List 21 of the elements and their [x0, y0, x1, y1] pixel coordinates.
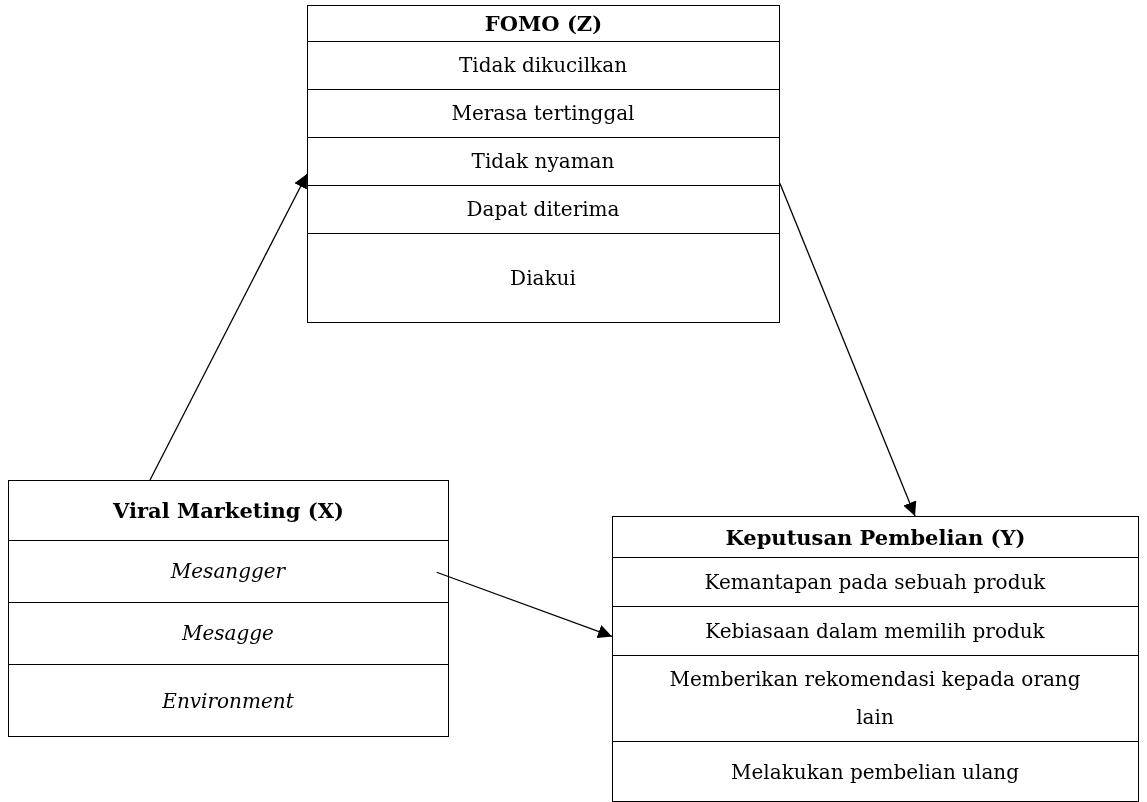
table-row: Kemantapan pada sebuah produk	[611, 556, 1139, 606]
table-row: Merasa tertinggal	[306, 88, 780, 137]
table-row: Memberikan rekomendasi kepada orang lain	[611, 654, 1139, 741]
arrow	[149, 173, 308, 481]
table-row: Diakui	[306, 232, 780, 323]
table-row: Dapat diterima	[306, 184, 780, 233]
table-heading: FOMO (Z)	[483, 10, 604, 38]
table-row: Mesangger	[7, 539, 449, 602]
table-heading: Viral Marketing (X)	[112, 497, 345, 525]
table-row: Kebiasaan dalam memilih produk	[611, 605, 1139, 655]
arrow	[436, 571, 613, 639]
table-row: Mesagge	[7, 601, 449, 664]
table	[307, 5, 780, 323]
table-row: Melakukan pembelian ulang	[611, 740, 1139, 802]
table	[8, 480, 449, 737]
table	[612, 516, 1139, 802]
table-row: Environment	[7, 663, 449, 737]
arrow	[779, 182, 917, 517]
table-row: Tidak dikucilkan	[306, 40, 780, 89]
table-heading: Keputusan Pembelian (Y)	[724, 524, 1027, 552]
table-row: Tidak nyaman	[306, 136, 780, 185]
